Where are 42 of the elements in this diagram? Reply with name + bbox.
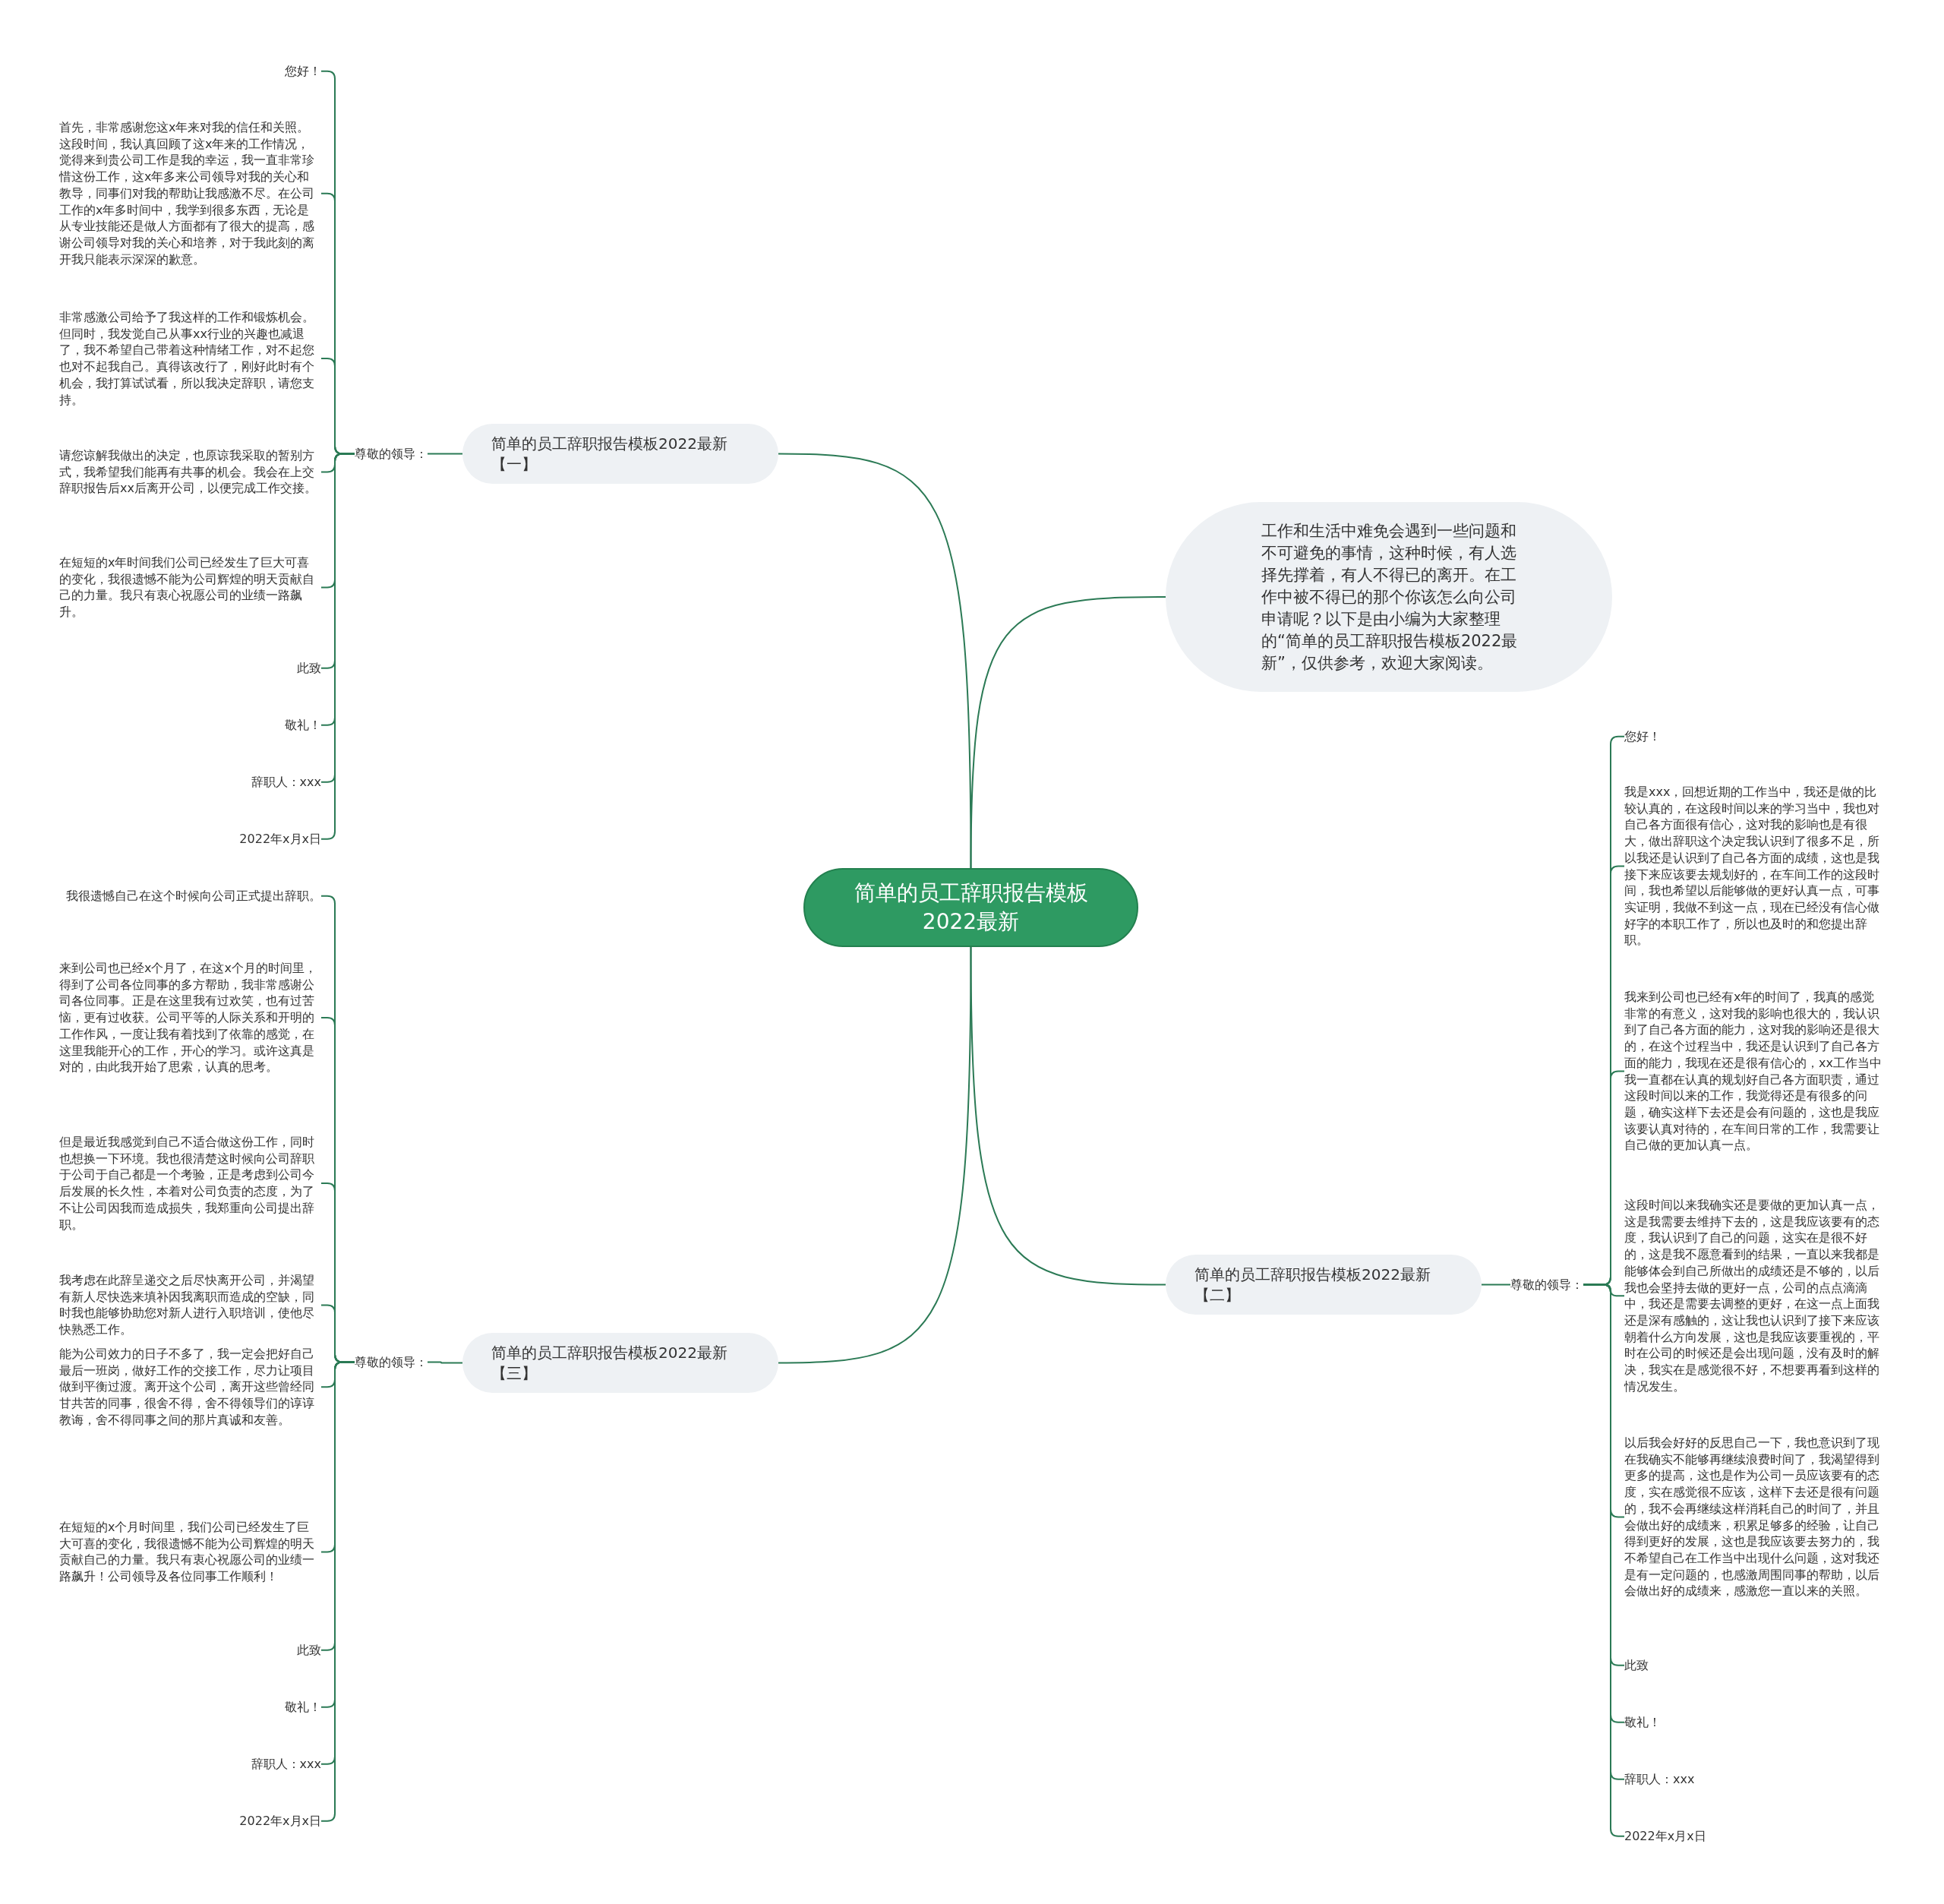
leaf-text: 以后我会好好的反思自己一下，我也意识到了现在我确实不能够再继续浪费时间了，我渴望得到更多的提高，这也是作为公司一员应该要有的态度，实在感觉很不应该，这样下去还是很有问题的，我不会再继续这样消耗自己的时间了，并且会做出好的成绩来，积累足够多的经验，让自己得到更好的发展，这也是我应该要去努力的，我不希望自己在工作当中出现什么问题，这对我还是有一定问题的，也感激周围同事的帮助，以后会做出好的成绩来，感激您一直以来的关照。 <box>1624 1435 1886 1600</box>
leaf-text: 辞职人：xxx <box>251 1756 321 1773</box>
leaf-text: 辞职人：xxx <box>251 774 321 791</box>
central-topic: 简单的员工辞职报告模板2022最新 <box>803 868 1138 947</box>
leaf-text: 我很遗憾自己在这个时候向公司正式提出辞职。 <box>66 888 321 905</box>
topic-label: 尊敬的领导： <box>355 446 428 462</box>
leaf-text: 此致 <box>297 660 321 677</box>
leaf-text: 2022年x月x日 <box>239 831 321 848</box>
leaf-text: 此致 <box>297 1642 321 1659</box>
leaf-text: 我来到公司也已经有x年的时间了，我真的感觉非常的有意义，这对我的影响也很大的，我认识到了自己各方面的能力，这对我的影响还是很大的，在这个过程当中，我还是认识到了自己各方面的能力，我现在还是很有信心的，xx工作当中我一直都在认真的规划好自己各方面职责，通过这段时间以来的工作，我觉得还是有很多的问题，确实这样下去还是会有问题的，这也是我应该要认真对待的，在车间日常的工作，我需要让自己做的更加认真一点。 <box>1624 989 1886 1154</box>
connector-line <box>427 1361 463 1364</box>
connector-line <box>1481 1284 1511 1286</box>
leaf-text: 来到公司也已经x个月了，在这x个月的时间里，得到了公司各位同事的多方帮助，我非常感谢公司各位同事。正是在这里我有过欢笑，也有过苦恼，更有过收获。公司平等的人际关系和开明的工作作风，一度让我有着找到了依靠的感觉，在这里我能开心的工作，开心的学习。或许这真是对的，由此我开始了思索，认真的思考。 <box>59 960 321 1075</box>
leaf-text: 您好！ <box>1624 728 1661 745</box>
connector-line <box>427 453 463 455</box>
leaf-text: 辞职人：xxx <box>1624 1771 1695 1788</box>
leaf-text: 2022年x月x日 <box>1624 1828 1706 1845</box>
branch-topic: 简单的员工辞职报告模板2022最新【三】 <box>462 1333 778 1393</box>
leaf-text: 在短短的x个月时间里，我们公司已经发生了巨大可喜的变化，我很遗憾不能为公司辉煌的明天贡献自己的力量。我只有衷心祝愿公司的业绩一路飙升！公司领导及各位同事工作顺利！ <box>59 1519 321 1585</box>
branch-topic: 简单的员工辞职报告模板2022最新【一】 <box>462 424 778 484</box>
connector-line <box>970 596 1166 869</box>
leaf-text: 敬礼！ <box>285 1699 321 1716</box>
leaf-text: 我是xxx，回想近期的工作当中，我还是做的比较认真的，在这段时间以来的学习当中，我也对自己各方面很有信心，这对我的影响也是有很大，做出辞职这个决定我认识到了很多不足，所以我还是认识到了自己各方面的成绩，这也是我接下来应该要去规划好的，在车间工作的这段时间，我也希望以后能够做的更好认真一点，可事实证明，我做不到这一点，现在已经没有信心做好字的本职工作了，所以也及时的和您提出辞职。 <box>1624 784 1886 949</box>
leaf-text: 首先，非常感谢您这x年来对我的信任和关照。这段时间，我认真回顾了这x年来的工作情况，觉得来到贵公司工作是我的幸运，我一直非常珍惜这份工作，这x年多来公司领导对我的关心和教导，同事们对我的帮助让我感激不尽。在公司工作的x年多时间中，我学到很多东西，无论是从专业技能还是做人方面都有了很大的提高，感谢公司领导对我的关心和培养，对于我此刻的离开我只能表示深深的歉意。 <box>59 119 321 268</box>
leaf-text: 此致 <box>1624 1657 1649 1674</box>
connector-line <box>970 946 1166 1286</box>
leaf-text: 能为公司效力的日子不多了，我一定会把好自己最后一班岗，做好工作的交接工作，尽力让项目做到平衡过渡。离开这个公司，离开这些曾经同甘共苦的同事，很舍不得，舍不得领导们的谆谆教诲，舍不得同事之间的那片真诚和友善。 <box>59 1346 321 1429</box>
branch-topic: 简单的员工辞职报告模板2022最新【二】 <box>1166 1255 1482 1315</box>
leaf-text: 我考虑在此辞呈递交之后尽快离开公司，并渴望有新人尽快选来填补因我离职而造成的空缺，同时我也能够协助您对新人进行入职培训，使他尽快熟悉工作。 <box>59 1272 321 1338</box>
topic-label: 尊敬的领导： <box>1510 1277 1583 1293</box>
leaf-text: 但是最近我感觉到自己不适合做这份工作，同时也想换一下环境。我也很清楚这时候向公司辞职于公司于自己都是一个考验，正是考虑到公司今后发展的长久性，本着对公司负责的态度，为了不让公司因我而造成损失，我郑重向公司提出辞职。 <box>59 1134 321 1233</box>
leaf-text: 这段时间以来我确实还是要做的更加认真一点，这是我需要去维持下去的，这是我应该要有的态度，我认识到了自己的问题，这实在是很不好的，这是我不愿意看到的结果，一直以来我都是能够体会到自己所做出的成绩还是不够的，以后我也会坚持去做的更好一点，公司的点点滴滴中，我还是需要去调整的更好，在这一点上面我还是深有感触的，这让我也认识到了接下来应该朝着什么方向发展，这也是我应该要重视的，平时在公司的时候还是会出现问题，没有及时的解决，我实在是感觉很不好，不想要再看到这样的情况发生。 <box>1624 1197 1886 1395</box>
topic-label: 尊敬的领导： <box>355 1354 428 1370</box>
leaf-text: 在短短的x年时间我们公司已经发生了巨大可喜的变化，我很遗憾不能为公司辉煌的明天贡献自己的力量。我只有衷心祝愿公司的业绩一路飙升。 <box>59 554 321 620</box>
leaf-text: 请您谅解我做出的决定，也原谅我采取的暂别方式，我希望我们能再有共事的机会。我会在上交辞职报告后xx后离开公司，以便完成工作交接。 <box>59 447 321 497</box>
connector-line <box>778 946 972 1364</box>
leaf-text: 您好！ <box>285 63 321 80</box>
leaf-text: 敬礼！ <box>1624 1714 1661 1731</box>
leaf-text: 敬礼！ <box>285 717 321 734</box>
leaf-text: 2022年x月x日 <box>239 1813 321 1830</box>
leaf-text: 非常感激公司给予了我这样的工作和锻炼机会。但同时，我发觉自己从事xx行业的兴趣也减退了，我不希望自己带着这种情绪工作，对不起您也对不起我自己。真得该改行了，刚好此时有个机会，我打算试试看，所以我决定辞职，请您支持。 <box>59 309 321 409</box>
intro-bubble: 工作和生活中难免会遇到一些问题和不可避免的事情，这种时候，有人选择先撑着，有人不得已的离开。在工作中被不得已的那个你该怎么向公司申请呢？以下是由小编为大家整理的“简单的员工辞职报告模板2022最新”，仅供参考，欢迎大家阅读。 <box>1166 502 1612 692</box>
